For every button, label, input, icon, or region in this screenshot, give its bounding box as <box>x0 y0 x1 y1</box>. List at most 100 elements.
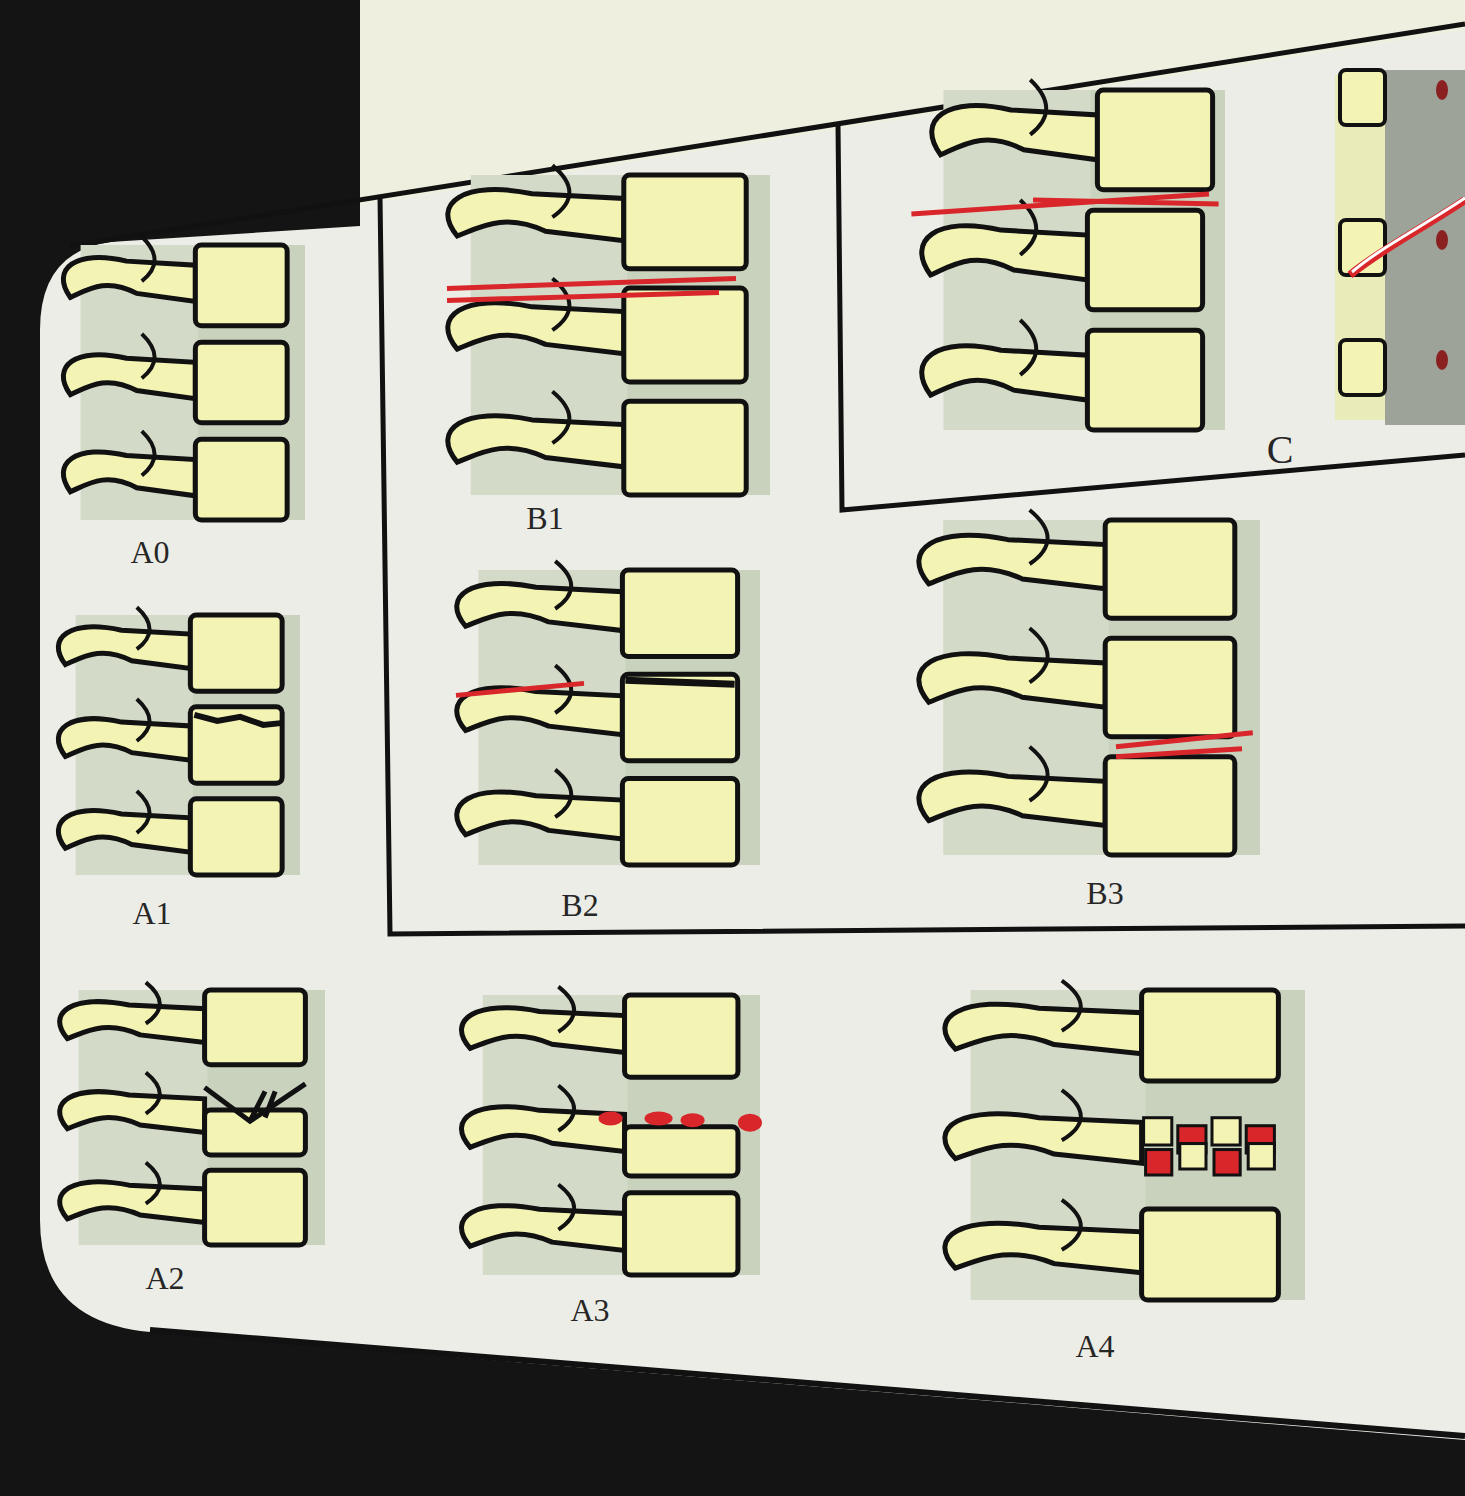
posterior-element <box>945 1114 1142 1164</box>
vertebral-body <box>190 799 282 875</box>
posterior-element <box>462 1206 625 1251</box>
fragment <box>645 1112 673 1126</box>
fragment <box>1146 1150 1172 1175</box>
vertebral-body <box>1105 757 1235 855</box>
facet-joint <box>1062 1200 1081 1250</box>
facet-joint <box>558 1184 574 1229</box>
vertebral-body <box>190 615 282 691</box>
facet-joint <box>137 699 150 741</box>
fragment <box>1212 1118 1240 1145</box>
facet-joint <box>1020 320 1036 375</box>
posterior-element <box>462 1008 625 1053</box>
fragment <box>1144 1118 1172 1145</box>
posterior-element <box>945 1004 1142 1054</box>
posterior-element <box>462 1107 625 1152</box>
screw-mark <box>1436 350 1448 370</box>
facet-joint <box>146 982 160 1023</box>
facet-joint <box>1030 80 1046 135</box>
posterior-element <box>919 535 1105 588</box>
class-label: B2 <box>561 889 598 921</box>
facet-joint <box>137 607 150 649</box>
posterior-element <box>922 346 1088 400</box>
vertebra-segment <box>945 981 1305 1300</box>
posterior-element <box>58 719 190 761</box>
split-fracture <box>205 1084 306 1121</box>
facet-joint <box>555 770 571 818</box>
vertebral-body <box>195 245 287 326</box>
class-label: A2 <box>145 1262 184 1294</box>
facet-joint <box>555 665 571 713</box>
posterior-element <box>63 355 195 399</box>
facet-joint <box>552 392 569 444</box>
facet-joint <box>558 1086 574 1131</box>
vertebral-body <box>1142 1209 1279 1300</box>
facet-joint <box>1062 981 1081 1031</box>
vertebral-body <box>195 342 287 423</box>
facet-joint <box>142 431 155 475</box>
facet-joint <box>1062 1090 1081 1140</box>
posterior-element <box>58 627 190 669</box>
facet-joint <box>146 1072 160 1113</box>
vertebra-segment <box>911 80 1225 430</box>
vertebral-body <box>625 1193 738 1275</box>
posterior-element <box>60 1092 205 1133</box>
vertebral-body <box>624 175 746 269</box>
fracture-line <box>1350 200 1465 275</box>
facet-joint <box>142 237 155 281</box>
posterior-element <box>919 772 1105 825</box>
vertebral-body <box>624 288 746 382</box>
class-label: A3 <box>570 1294 609 1326</box>
posterior-element <box>919 654 1105 707</box>
endplate-fracture <box>194 715 283 725</box>
vertebral-body <box>624 401 746 495</box>
class-label: A0 <box>130 536 169 568</box>
vertebral-body <box>622 570 737 657</box>
facet-joint <box>555 561 571 609</box>
facet-joint <box>558 987 574 1032</box>
fragment <box>599 1112 623 1126</box>
vertebral-body <box>625 995 738 1077</box>
class-label: B1 <box>526 502 563 534</box>
posterior-element <box>932 106 1098 160</box>
fragment <box>681 1113 705 1127</box>
class-label: A4 <box>1075 1330 1114 1362</box>
vertebral-body <box>1097 90 1212 190</box>
panel-bottom-line <box>150 1330 1465 1436</box>
fracture-line <box>911 194 1218 214</box>
facet-joint <box>1030 628 1048 682</box>
fragment <box>1180 1144 1206 1169</box>
posterior-element <box>60 1002 205 1043</box>
vertebra-segment <box>58 607 300 875</box>
slide-panel <box>40 0 1465 1440</box>
class-label: A1 <box>132 897 171 929</box>
vertebral-body <box>622 674 737 761</box>
posterior-element <box>63 452 195 496</box>
screw-mark <box>1436 80 1448 100</box>
fragment <box>1214 1150 1240 1175</box>
facet-joint <box>146 1163 160 1204</box>
group-b-frame <box>380 196 1465 934</box>
fragment <box>1248 1144 1274 1169</box>
class-label: B3 <box>1086 877 1123 909</box>
posterior-element <box>448 190 624 241</box>
posterior-element <box>457 583 623 630</box>
posterior-element <box>60 1182 205 1223</box>
facet-joint <box>1030 747 1048 801</box>
vertebra-segment <box>447 165 770 495</box>
screw-mark <box>1436 230 1448 250</box>
posterior-element <box>945 1223 1142 1273</box>
facet-joint <box>137 791 150 833</box>
vertebral-body <box>1105 520 1235 618</box>
fragment <box>738 1114 762 1132</box>
posterior-element <box>448 303 624 354</box>
fracture-line <box>456 683 584 695</box>
fracture-line <box>1352 198 1465 272</box>
vertebra-segment <box>63 237 305 520</box>
vertebral-body <box>205 990 306 1065</box>
facet-joint <box>1030 510 1048 564</box>
vertebral-body <box>205 1170 306 1245</box>
facet-joint <box>552 165 569 217</box>
vertebra-segment <box>919 510 1260 855</box>
posterior-element <box>448 416 624 467</box>
